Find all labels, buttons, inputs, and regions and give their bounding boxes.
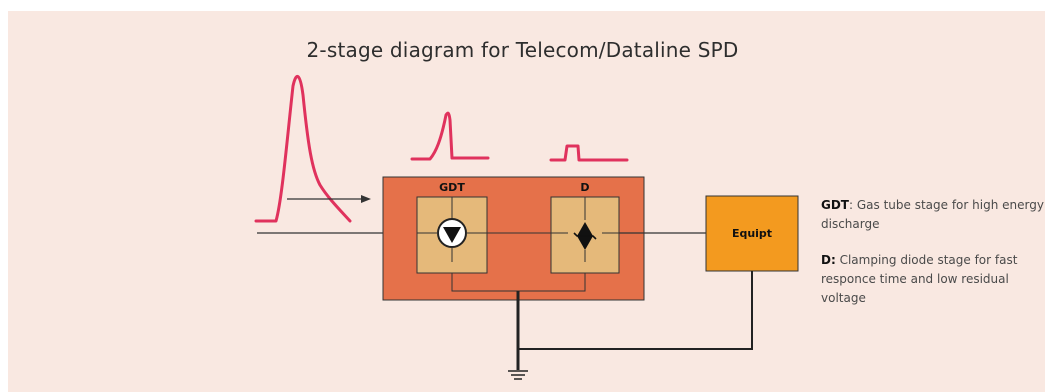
legend-item-gdt: GDT: Gas tube stage for high energy disc…	[821, 196, 1045, 234]
legend-text: Gas tube stage for high energy discharge	[821, 198, 1044, 231]
diode-output-clamped-pulse	[549, 144, 629, 162]
legend-term: GDT	[821, 198, 849, 212]
diagram-title: 2-stage diagram for Telecom/Dataline SPD	[306, 38, 739, 62]
legend-text: Clamping diode stage for fast responce t…	[821, 253, 1018, 305]
legend: GDT: Gas tube stage for high energy disc…	[821, 196, 1045, 325]
gdt-output-pulse	[410, 111, 490, 161]
equipment-label: Equipt	[732, 227, 772, 240]
legend-item-diode: D: Clamping diode stage for fast responc…	[821, 251, 1045, 308]
surge-arrow-head	[361, 195, 371, 203]
diode-stage-label: D	[580, 181, 589, 194]
legend-separator: :	[849, 198, 857, 212]
diode-upper-triangle-icon	[577, 222, 593, 236]
equipment-ground-wire	[518, 271, 753, 350]
diode-lower-triangle-icon	[577, 236, 593, 250]
legend-term: D:	[821, 253, 836, 267]
input-surge-pulse	[254, 75, 352, 223]
equipment-box	[705, 195, 799, 272]
diode-zener-bar-icon	[573, 232, 597, 240]
gdt-triangle-icon	[443, 227, 461, 243]
gdt-stage-label: GDT	[439, 181, 465, 194]
